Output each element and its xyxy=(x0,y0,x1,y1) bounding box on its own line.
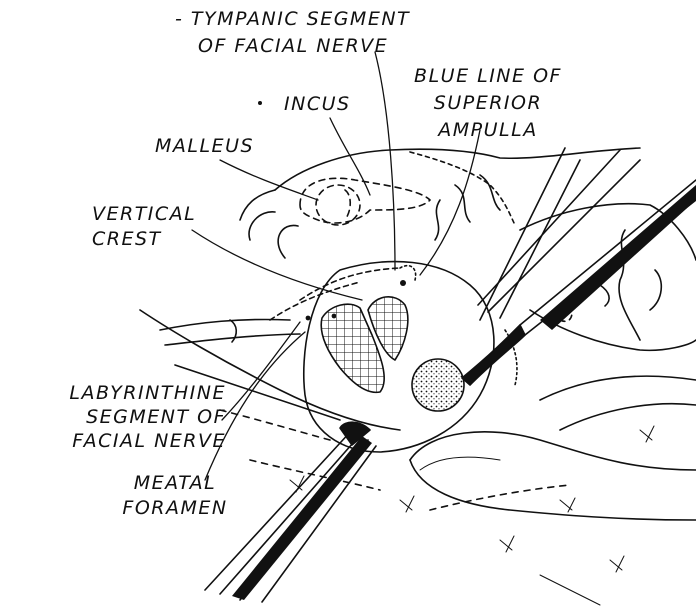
label-meatal-foramen-line2: FORAMEN xyxy=(100,497,250,519)
label-tympanic-segment-line2: OF FACIAL NERVE xyxy=(198,35,388,57)
label-meatal-foramen-line1: MEATAL xyxy=(100,472,250,494)
label-blue-line-line1: BLUE LINE OF xyxy=(378,65,598,87)
facial-nerve-hatched xyxy=(321,297,408,393)
label-labyrinthine-line3: FACIAL NERVE xyxy=(0,430,226,452)
label-blue-line-line2: SUPERIOR xyxy=(378,92,598,114)
canal-ellipse xyxy=(270,262,494,452)
label-incus: INCUS xyxy=(284,93,351,115)
leader-lines xyxy=(192,52,480,480)
label-malleus: MALLEUS xyxy=(155,135,254,157)
label-blue-line-line3: AMPULLA xyxy=(378,119,598,141)
label-labyrinthine-line1: LABYRINTHINE xyxy=(0,382,226,404)
label-vertical-crest-line2: CREST xyxy=(92,228,162,250)
upper-folds xyxy=(249,175,500,258)
suction-tip xyxy=(410,432,696,520)
label-tympanic-segment-line1: - TYMPANIC SEGMENT xyxy=(175,8,410,30)
label-labyrinthine-line2: SEGMENT OF xyxy=(0,406,226,428)
superior-ampulla-dots xyxy=(400,266,517,411)
label-vertical-crest-line1: VERTICAL xyxy=(92,203,196,225)
